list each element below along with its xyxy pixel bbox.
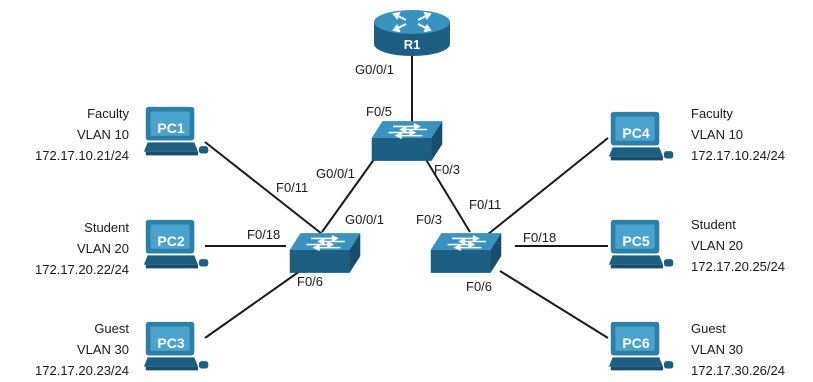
port-label-left-to-pc2: F0/18 [247,227,280,242]
port-label-right-to-pc6: F0/6 [466,279,492,294]
pc3-vlan: VLAN 30 [77,342,129,357]
port-label-left-to-top: G0/0/1 [345,212,384,227]
pc3-ip: 172.17.20.23/24 [35,363,129,378]
port-label-r1: G0/0/1 [355,62,394,77]
pc1-role: Faculty [87,106,129,121]
port-label-right-to-pc4: F0/11 [469,197,501,212]
port-label-right-to-pc5: F0/18 [523,230,556,245]
link-top-right-switch [424,157,471,233]
top-switch-icon[interactable] [370,120,444,162]
pc4-role: Faculty [691,106,733,121]
port-label-left-to-pc1: F0/11 [276,180,308,195]
pc2-info: Student VLAN 20 172.17.20.22/24 [35,220,129,277]
right-switch-icon[interactable] [429,232,503,274]
pc4-icon[interactable]: PC4 [608,111,674,161]
pc5-vlan: VLAN 20 [691,238,743,253]
pc4-name: PC4 [622,125,649,141]
link-pc4-right-switch [486,137,609,236]
port-label-top-to-right: F0/3 [434,162,460,177]
pc1-info: Faculty VLAN 10 172.17.10.21/24 [35,106,129,163]
pc5-name: PC5 [622,233,649,249]
pc1-vlan: VLAN 10 [77,127,129,142]
pc4-vlan: VLAN 10 [691,127,743,142]
pc1-name: PC1 [157,120,184,136]
pc6-name: PC6 [622,335,649,351]
pc6-role: Guest [691,321,726,336]
pc3-name: PC3 [157,335,184,351]
port-label-left-to-pc3: F0/6 [297,274,323,289]
pc2-vlan: VLAN 20 [77,241,129,256]
pc5-info: Student VLAN 20 172.17.20.25/24 [691,217,785,274]
pc2-role: Student [84,220,129,235]
port-label-right-to-top: F0/3 [416,212,442,227]
pc5-ip: 172.17.20.25/24 [691,259,785,274]
pc3-role: Guest [94,321,129,336]
link-top-left-switch [321,157,376,233]
port-label-top-to-left: G0/0/1 [316,166,355,181]
pc5-icon[interactable]: PC5 [608,219,674,269]
pc2-icon[interactable]: PC2 [143,219,209,269]
pc4-info: Faculty VLAN 10 172.17.10.24/24 [691,106,785,163]
pc5-role: Student [691,217,736,232]
pc4-ip: 172.17.10.24/24 [691,148,785,163]
router-icon[interactable]: R1 [374,10,450,56]
router-name: R1 [404,37,421,52]
pc1-ip: 172.17.10.21/24 [35,148,129,163]
pc6-info: Guest VLAN 30 172.17.30.26/24 [691,321,785,378]
link-pc6-right-switch [499,270,609,339]
link-pc3-left-switch [204,270,301,339]
pc6-icon[interactable]: PC6 [608,321,674,371]
pc6-vlan: VLAN 30 [691,342,743,357]
pc3-info: Guest VLAN 30 172.17.20.23/24 [35,321,129,378]
left-switch-icon[interactable] [288,232,362,274]
pc2-ip: 172.17.20.22/24 [35,262,129,277]
pc1-icon[interactable]: PC1 [143,106,209,156]
pc3-icon[interactable]: PC3 [143,321,209,371]
pc6-ip: 172.17.30.26/24 [691,363,785,378]
link-pc1-left-switch [204,141,323,235]
port-label-top-to-router: F0/5 [366,104,392,119]
pc2-name: PC2 [157,233,184,249]
